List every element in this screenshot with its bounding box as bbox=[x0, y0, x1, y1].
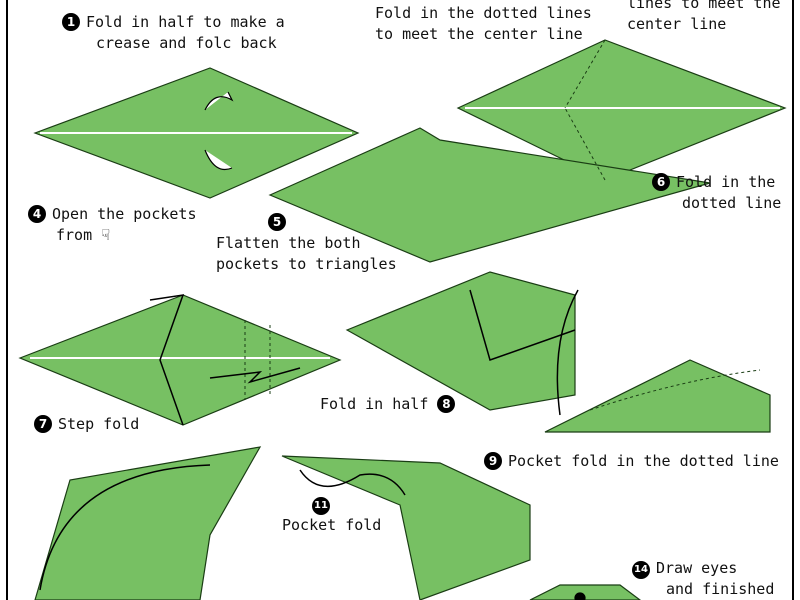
step11-model bbox=[281, 455, 531, 600]
step-5-label: 5 Flatten the both pockets to triangles bbox=[216, 213, 397, 273]
hand-pointer-icon: ☟ bbox=[92, 226, 111, 244]
step-number: 1 bbox=[62, 13, 80, 31]
step-2-label: Fold in the dotted lines to meet the cen… bbox=[375, 4, 592, 43]
step7-model bbox=[18, 294, 342, 426]
diagram-frame bbox=[6, 0, 794, 600]
step3-diamond bbox=[456, 39, 787, 181]
step14-model bbox=[529, 584, 641, 600]
step-11-label: 11 Pocket fold bbox=[282, 494, 381, 536]
step5-model bbox=[268, 127, 711, 263]
step9-model bbox=[544, 359, 771, 433]
step8-model bbox=[345, 271, 576, 411]
step-3-label: lines to meet the center line bbox=[627, 0, 781, 33]
step-8-label: Fold in half 8 bbox=[320, 394, 461, 415]
step10-model bbox=[34, 446, 262, 600]
